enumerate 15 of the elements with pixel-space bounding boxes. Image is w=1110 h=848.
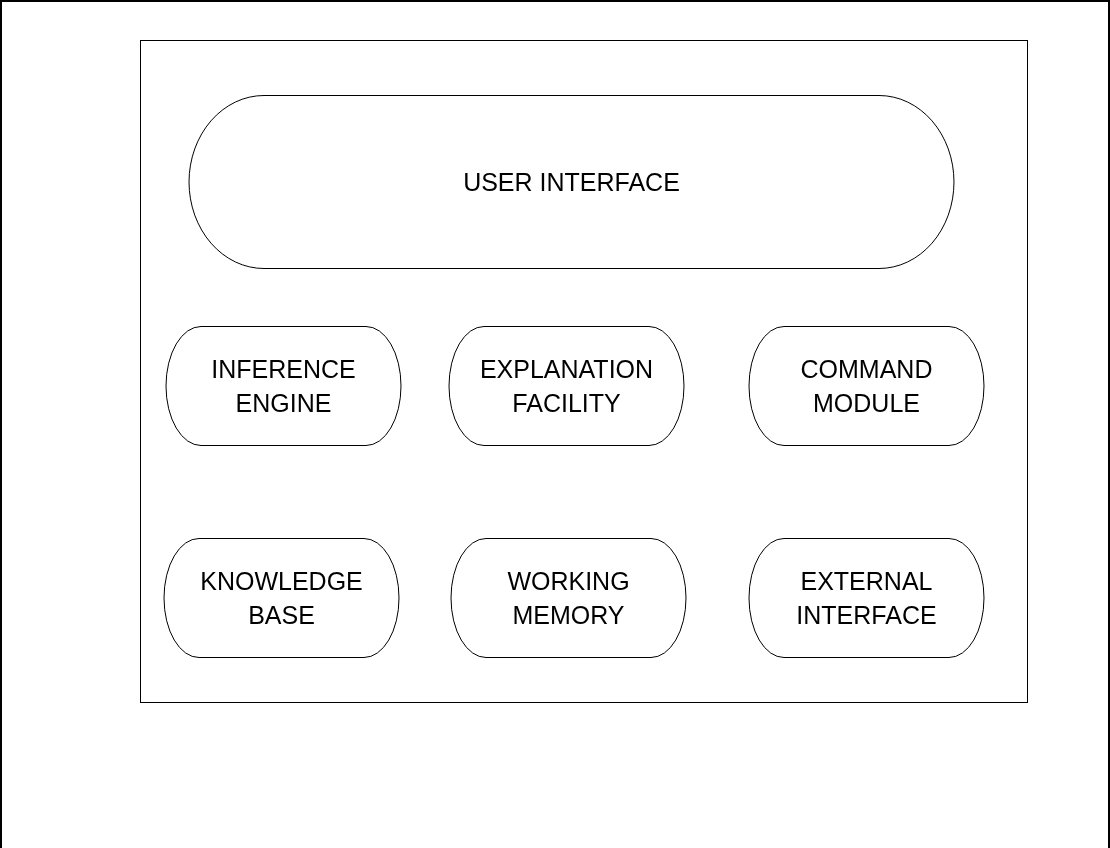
rounded-module-shape (166, 326, 401, 446)
container-box (140, 40, 1028, 703)
rounded-module-shape (449, 326, 684, 446)
node-label: EXTERNAL INTERFACE (795, 566, 938, 631)
rounded-module-shape (164, 538, 399, 658)
rounded-module-shape (749, 326, 984, 446)
rounded-module-shape (749, 538, 984, 658)
node-label: COMMAND MODULE (799, 354, 934, 419)
node-label: INFERENCE ENGINE (210, 354, 357, 419)
node-label: EXPLANATION FACILITY (478, 354, 655, 419)
node-label: KNOWLEDGE BASE (199, 566, 364, 631)
node-label: WORKING MEMORY (506, 566, 631, 631)
rounded-module-shape (189, 95, 954, 269)
rounded-module-shape (451, 538, 686, 658)
node-label: USER INTERFACE (462, 167, 681, 198)
